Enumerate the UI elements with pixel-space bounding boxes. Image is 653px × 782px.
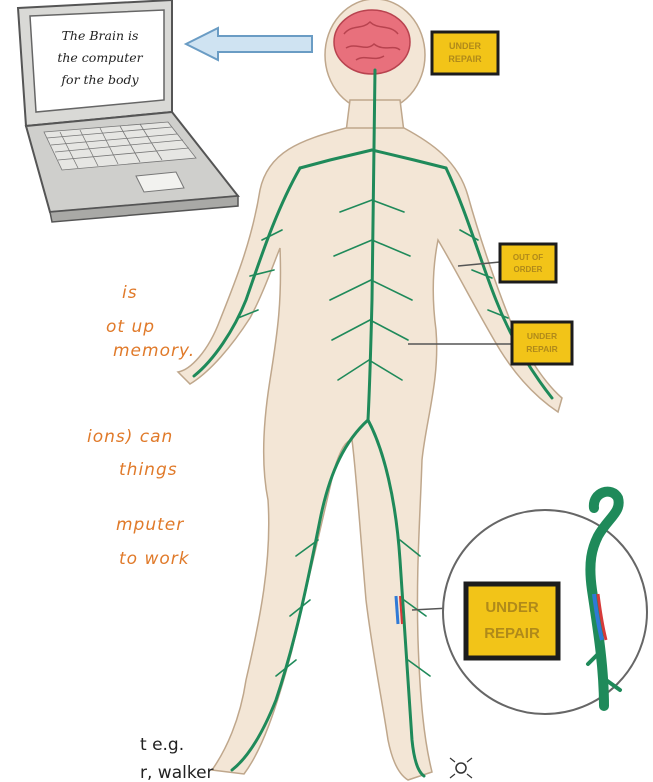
- footer-line-1: t e.g.: [140, 735, 184, 755]
- footer-line-2: r, walker: [140, 763, 214, 782]
- waist-sign-line-2: REPAIR: [526, 344, 558, 354]
- text-panel: [0, 228, 158, 782]
- laptop-line-1: The Brain is: [62, 28, 139, 43]
- arm-sign-line-2: ORDER: [514, 265, 543, 274]
- brain: [334, 10, 410, 74]
- text-line-1: is: [122, 283, 138, 303]
- laptop-line-3: for the body: [60, 72, 139, 87]
- zoom-sign-line-2: REPAIR: [484, 625, 540, 642]
- arm-sign-line-1: OUT OF: [513, 253, 543, 262]
- arrow-icon: [186, 28, 312, 60]
- text-line-4: ions) can: [87, 427, 173, 447]
- text-line-3: memory.: [113, 341, 195, 361]
- head-sign-line-1: UNDER: [449, 41, 482, 51]
- zoom-inset: UNDER REPAIR: [412, 492, 647, 714]
- small-bug-icon: [450, 758, 472, 778]
- text-line-2: ot up: [106, 317, 155, 337]
- text-line-6: mputer: [116, 515, 184, 535]
- head-sign-line-2: REPAIR: [448, 54, 482, 64]
- laptop-illustration: The Brain is the computer for the body: [18, 0, 238, 222]
- text-line-5: things: [119, 460, 178, 480]
- waist-sign-line-1: UNDER: [527, 331, 557, 341]
- under-repair-sign-head: UNDER REPAIR: [432, 32, 498, 74]
- laptop-line-2: the computer: [57, 50, 143, 65]
- text-line-7: to work: [119, 549, 190, 569]
- zoom-sign-line-1: UNDER: [485, 599, 539, 616]
